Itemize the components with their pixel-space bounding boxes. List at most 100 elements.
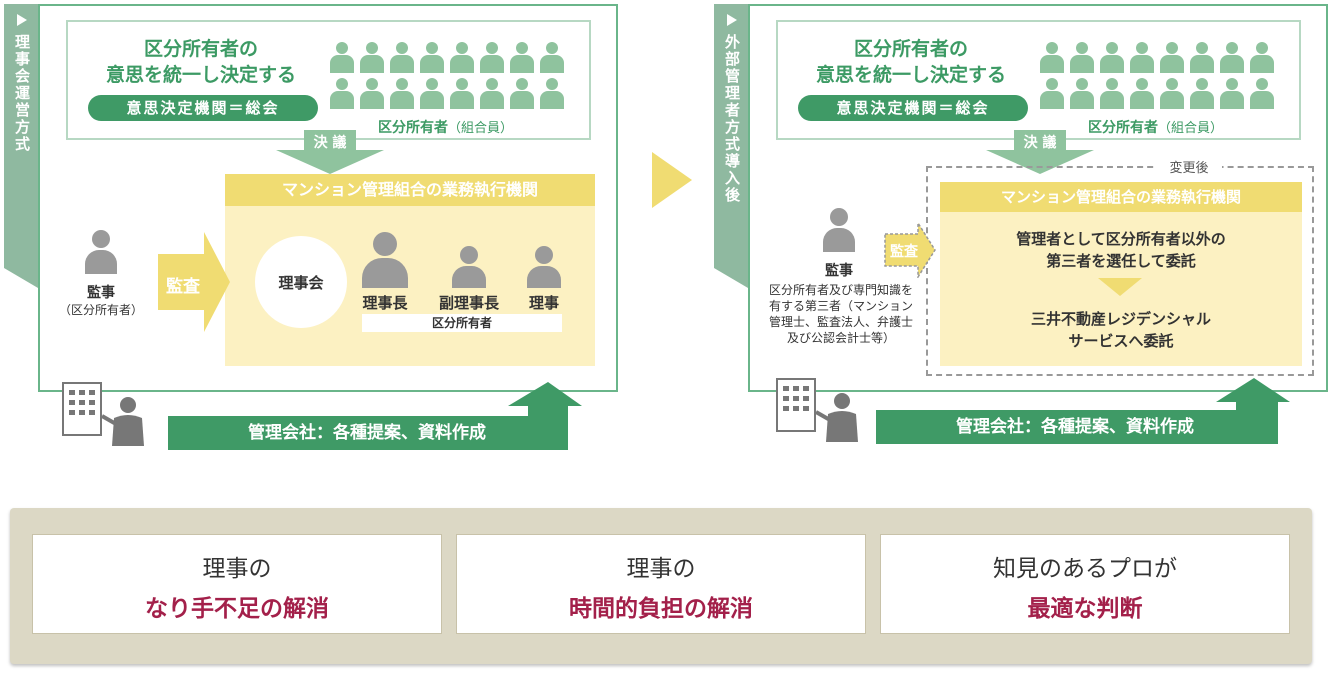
right-auditor-desc-2: 有する第三者（マンション <box>768 299 913 313</box>
left-auditor-label: 監事 <box>87 285 115 301</box>
left-audit-label: 監査 <box>166 277 200 297</box>
owner-person-icon <box>540 78 564 110</box>
left-auditor-sub: （区分所有者） <box>58 303 143 317</box>
arrow-right-icon <box>158 232 230 332</box>
owner-person-icon <box>1220 42 1244 74</box>
owner-person-icon <box>390 42 414 74</box>
left-auditor-person-icon <box>84 230 118 274</box>
left-owners-label: 区分所有者 <box>378 120 448 136</box>
right-exec-box <box>940 182 1302 366</box>
right-exec-head: マンション管理組合の業務執行機関 <box>940 182 1302 212</box>
right-auditor-desc: 区分所有者及び専門知識を 有する第三者（マンション 管理士、監査法人、弁護士 及… <box>758 282 924 346</box>
left-tab: 理事会運営方式 <box>4 4 38 268</box>
right-decision-pill: 意思決定機関＝総会 <box>798 95 1028 121</box>
benefit-card-2: 理事の 時間的負担の解消 <box>456 534 866 634</box>
right-auditor-desc-3: 管理士、監査法人、弁護士 <box>768 315 913 329</box>
chairman-label: 理事長 <box>362 294 408 312</box>
right-arrow-right-icon <box>884 220 936 280</box>
right-tab-label: 外部管理者方式導入後 <box>723 34 741 204</box>
vice-person-icon <box>450 246 488 288</box>
owner-person-icon <box>480 42 504 74</box>
owner-person-icon <box>360 42 384 74</box>
right-exec-triangle-icon <box>1098 278 1142 296</box>
arrow-up-icon <box>168 382 582 450</box>
owner-person-icon <box>1160 78 1184 110</box>
arrow-down-icon <box>276 130 384 174</box>
right-tab: 外部管理者方式導入後 <box>714 4 748 268</box>
owner-person-icon <box>450 42 474 74</box>
owner-person-icon <box>1130 78 1154 110</box>
right-presenter-icon <box>814 392 864 442</box>
owner-person-icon <box>480 78 504 110</box>
left-owners-crowd <box>330 42 570 114</box>
left-resolution-label: 決 議 <box>313 135 347 151</box>
owner-person-icon <box>1220 78 1244 110</box>
owner-person-icon <box>510 78 534 110</box>
right-exec-text-4: サービスへ委託 <box>1068 332 1174 350</box>
chairman-person-icon <box>360 232 410 288</box>
right-auditor-label: 監事 <box>825 263 853 279</box>
right-audit-label: 監査 <box>890 244 918 260</box>
right-owners-sub: （組合員） <box>1158 121 1224 136</box>
left-decision-pill: 意思決定機関＝総会 <box>88 95 318 121</box>
owner-person-icon <box>1130 42 1154 74</box>
vice-label: 副理事長 <box>438 294 499 312</box>
right-building-icon <box>776 378 816 432</box>
board-circle <box>255 236 347 328</box>
owner-person-icon <box>510 42 534 74</box>
left-owners-caption: 区分所有者（組合員） <box>378 117 513 137</box>
owner-person-icon <box>1040 42 1064 74</box>
right-resolution-arrow: 決 議 <box>986 130 1094 174</box>
right-play-icon <box>727 14 737 26</box>
board-label: 理事会 <box>278 274 324 292</box>
benefit-1-line1: 理事の <box>202 556 272 582</box>
left-exec-head: マンション管理組合の業務執行機関 <box>225 174 595 206</box>
right-owners-label: 区分所有者 <box>1088 120 1158 136</box>
director-label: 理事 <box>528 294 559 312</box>
changed-dashed-box <box>926 166 1314 376</box>
owner-person-icon <box>1040 78 1064 110</box>
right-tab-corner <box>714 268 748 288</box>
left-resolution-arrow: 決 議 <box>276 130 384 174</box>
owner-person-icon <box>1100 42 1124 74</box>
owner-person-icon <box>1250 42 1274 74</box>
owner-person-icon <box>390 78 414 110</box>
left-mgmt-label: 管理会社：各種提案、資料作成 <box>248 423 486 443</box>
owner-person-icon <box>420 42 444 74</box>
right-owners-heading-2: 意思を統一し決定する <box>815 64 1006 86</box>
owner-person-icon <box>360 78 384 110</box>
left-audit-arrow: 監査 <box>158 232 230 332</box>
right-owners-heading-1: 区分所有者の <box>853 38 968 60</box>
right-exec-text-1: 管理者として区分所有者以外の <box>1016 230 1226 248</box>
owner-person-icon <box>1070 78 1094 110</box>
right-arrow-up-icon <box>876 378 1290 444</box>
left-mgmt-arrow <box>168 382 582 450</box>
director-person-icon <box>525 246 563 288</box>
benefit-2-line2: 時間的負担の解消 <box>569 595 753 622</box>
owner-person-icon <box>1190 42 1214 74</box>
owner-person-icon <box>1160 42 1184 74</box>
right-auditor-desc-1: 区分所有者及び専門知識を <box>768 283 913 297</box>
right-resolution-label: 決 議 <box>1023 135 1057 151</box>
right-audit-arrow: 監査 <box>884 220 936 280</box>
owner-person-icon <box>330 78 354 110</box>
owner-person-icon <box>450 78 474 110</box>
owner-person-icon <box>540 42 564 74</box>
owner-person-icon <box>1070 42 1094 74</box>
owner-person-icon <box>420 78 444 110</box>
left-owners-sub: （組合員） <box>448 121 514 136</box>
changed-label: 変更後 <box>1156 157 1222 176</box>
left-building-icon <box>62 382 102 436</box>
right-mgmt-arrow <box>876 378 1290 444</box>
benefit-card-3: 知見のあるプロが 最適な判断 <box>880 534 1290 634</box>
owner-person-icon <box>330 42 354 74</box>
right-auditor-person-icon <box>822 208 856 252</box>
owner-person-icon <box>1190 78 1214 110</box>
left-tab-label: 理事会運営方式 <box>13 34 31 153</box>
right-owners-crowd <box>1040 42 1280 114</box>
benefit-card-1: 理事の なり手不足の解消 <box>32 534 442 634</box>
benefit-3-line2: 最適な判断 <box>1027 595 1143 622</box>
benefit-1-line2: なり手不足の解消 <box>145 595 329 622</box>
left-presenter-icon <box>100 396 150 446</box>
left-owners-heading-1: 区分所有者の <box>143 38 258 60</box>
